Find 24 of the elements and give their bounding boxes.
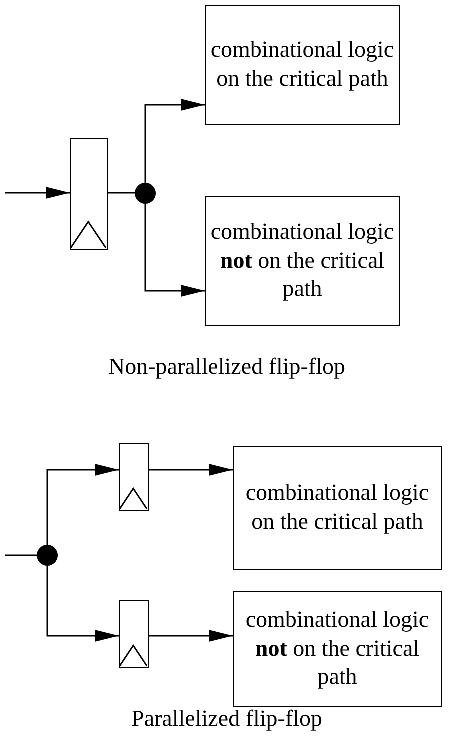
caption: Parallelized flip-flop <box>132 706 322 732</box>
arrow <box>149 464 233 476</box>
logic-box <box>205 5 400 125</box>
logic-box <box>205 196 400 326</box>
arrow <box>144 204 205 297</box>
flip-flop-box <box>119 443 149 511</box>
block-text: combinational logic on the critical path <box>210 36 396 93</box>
logic-box <box>233 591 442 707</box>
block-text: combinational logic not on the critical path <box>210 218 396 304</box>
logic-box <box>233 446 442 570</box>
arrow <box>46 566 119 642</box>
caption: Non-parallelized flip-flop <box>108 354 346 380</box>
arrow <box>46 464 119 545</box>
junction-dot <box>37 545 58 566</box>
connector-line <box>5 554 37 556</box>
block-text: combinational logic on the critical path <box>244 479 430 536</box>
arrow <box>149 630 233 642</box>
block-text: combinational logic not on the critical path <box>244 606 430 692</box>
arrow <box>5 187 70 199</box>
arrow <box>144 99 205 183</box>
flip-flop-box <box>70 138 108 250</box>
connector-line <box>108 192 135 194</box>
junction-dot <box>135 183 156 204</box>
flip-flop-box <box>119 600 149 668</box>
